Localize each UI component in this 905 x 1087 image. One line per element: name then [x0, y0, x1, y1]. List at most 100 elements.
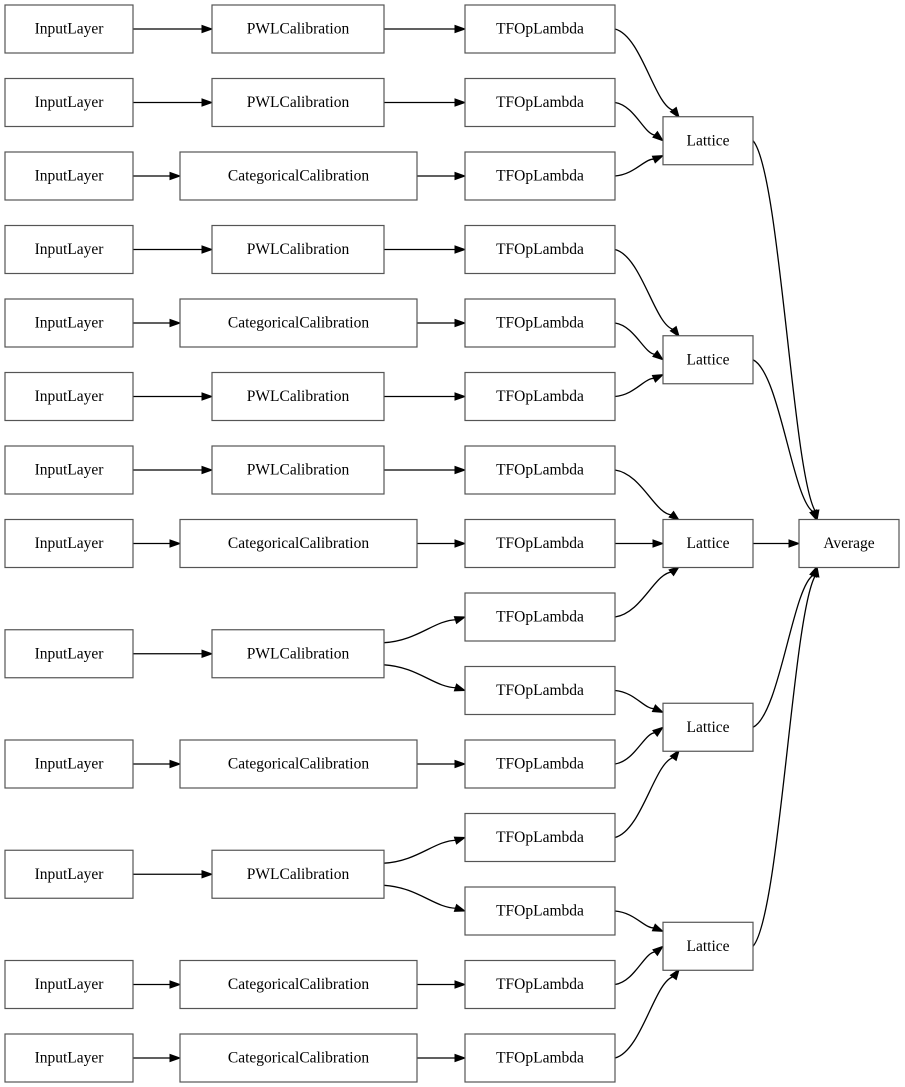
- node-label: PWLCalibration: [247, 94, 350, 111]
- node-box: [464, 812, 616, 863]
- node-inputlayer: InputLayer: [4, 445, 134, 495]
- node-box: [4, 371, 134, 422]
- node-label: PWLCalibration: [247, 241, 350, 258]
- node-box: [211, 224, 385, 275]
- edge-line: [614, 377, 655, 398]
- node-label: InputLayer: [35, 462, 105, 479]
- edge-in11-to-cal11: [133, 869, 214, 879]
- node-box: [4, 629, 134, 679]
- edge-arrowhead: [201, 98, 214, 107]
- node-label: InputLayer: [35, 315, 105, 332]
- edge-cal13-to-tf15: [417, 1053, 467, 1063]
- node-box: [211, 445, 385, 495]
- node-label: Lattice: [686, 351, 729, 368]
- edge-arrowhead: [453, 903, 467, 912]
- node-box: [4, 151, 134, 201]
- edge-tf13-to-lat5: [614, 910, 665, 932]
- edge-cal4-to-tf4: [384, 245, 467, 254]
- edge-cal3-to-tf3: [417, 171, 467, 181]
- edge-arrowhead: [201, 465, 214, 475]
- node-average: Average: [798, 518, 900, 569]
- node-label: TFOpLambda: [496, 682, 584, 699]
- node-label: CategoricalCalibration: [228, 1050, 369, 1067]
- node-box: [179, 518, 418, 569]
- edge-line: [614, 756, 675, 839]
- edge-cal12-to-tf14: [417, 980, 467, 989]
- edge-arrowhead: [454, 24, 467, 34]
- node-inputlayer: InputLayer: [4, 77, 134, 128]
- edge-tf12-to-lat4: [614, 749, 681, 839]
- node-label: TFOpLambda: [496, 976, 584, 993]
- node-tfoplambda: TFOpLambda: [464, 445, 616, 495]
- node-box: [464, 739, 616, 789]
- node-label: Average: [823, 535, 874, 552]
- edge-layer: [133, 24, 820, 1063]
- node-box: [4, 298, 134, 348]
- edge-arrowhead: [454, 392, 467, 401]
- edge-cal2-to-tf2: [384, 98, 467, 107]
- edge-arrowhead: [454, 98, 467, 107]
- node-pwlcalibration: PWLCalibration: [211, 4, 385, 54]
- node-box: [464, 224, 616, 275]
- node-box: [179, 1033, 418, 1083]
- edge-line: [614, 28, 675, 112]
- node-label: InputLayer: [35, 388, 105, 405]
- node-inputlayer: InputLayer: [4, 4, 134, 54]
- node-box: [464, 371, 616, 422]
- node-label: TFOpLambda: [496, 535, 584, 552]
- node-box: [4, 739, 134, 789]
- node-box: [211, 849, 385, 899]
- edge-cal9-to-tf9: [383, 616, 467, 644]
- node-label: InputLayer: [35, 94, 105, 111]
- edge-arrowhead: [652, 945, 665, 957]
- node-box: [211, 77, 385, 128]
- node-label: Lattice: [686, 938, 729, 955]
- edge-cal9-to-tf10: [383, 664, 467, 692]
- edge-arrowhead: [669, 749, 681, 762]
- node-box: [464, 959, 616, 1010]
- node-pwlcalibration: PWLCalibration: [211, 445, 385, 495]
- node-label: PWLCalibration: [247, 645, 350, 662]
- node-box: [211, 629, 385, 679]
- node-label: TFOpLambda: [496, 315, 584, 332]
- edge-tf1-to-lat1: [614, 28, 681, 119]
- node-box: [464, 77, 616, 128]
- node-label: Lattice: [686, 132, 729, 149]
- node-inputlayer: InputLayer: [4, 739, 134, 789]
- edge-arrowhead: [651, 155, 665, 164]
- edge-arrowhead: [652, 349, 665, 361]
- node-tfoplambda: TFOpLambda: [464, 886, 616, 936]
- edge-line: [614, 322, 656, 355]
- node-label: CategoricalCalibration: [228, 976, 369, 993]
- node-box: [662, 518, 754, 569]
- node-pwlcalibration: PWLCalibration: [211, 224, 385, 275]
- edge-line: [614, 248, 675, 331]
- node-label: CategoricalCalibration: [228, 168, 369, 185]
- edge-in13-to-cal13: [133, 1053, 182, 1063]
- edge-arrowhead: [668, 565, 681, 577]
- node-box: [4, 445, 134, 495]
- node-tfoplambda: TFOpLambda: [464, 4, 616, 54]
- edge-arrowhead: [201, 24, 214, 34]
- edge-arrowhead: [201, 245, 214, 254]
- node-label: InputLayer: [35, 21, 105, 38]
- node-categoricalcalibration: CategoricalCalibration: [179, 959, 418, 1010]
- edge-arrowhead: [454, 465, 467, 475]
- node-label: PWLCalibration: [247, 462, 350, 479]
- node-categoricalcalibration: CategoricalCalibration: [179, 1033, 418, 1083]
- edge-arrowhead: [453, 616, 467, 625]
- edge-tf10-to-lat4: [614, 689, 665, 713]
- node-box: [4, 4, 134, 54]
- edge-in5-to-cal5: [133, 318, 182, 328]
- edge-cal6-to-tf6: [384, 392, 467, 401]
- edge-arrowhead: [169, 171, 182, 181]
- node-box: [4, 518, 134, 569]
- edge-line: [383, 839, 457, 864]
- node-box: [464, 665, 616, 716]
- edge-tf2-to-lat1: [614, 101, 665, 142]
- node-inputlayer: InputLayer: [4, 849, 134, 899]
- edge-arrowhead: [669, 968, 681, 981]
- edge-arrowhead: [169, 759, 182, 769]
- edge-arrowhead: [454, 245, 467, 254]
- node-box: [662, 335, 754, 385]
